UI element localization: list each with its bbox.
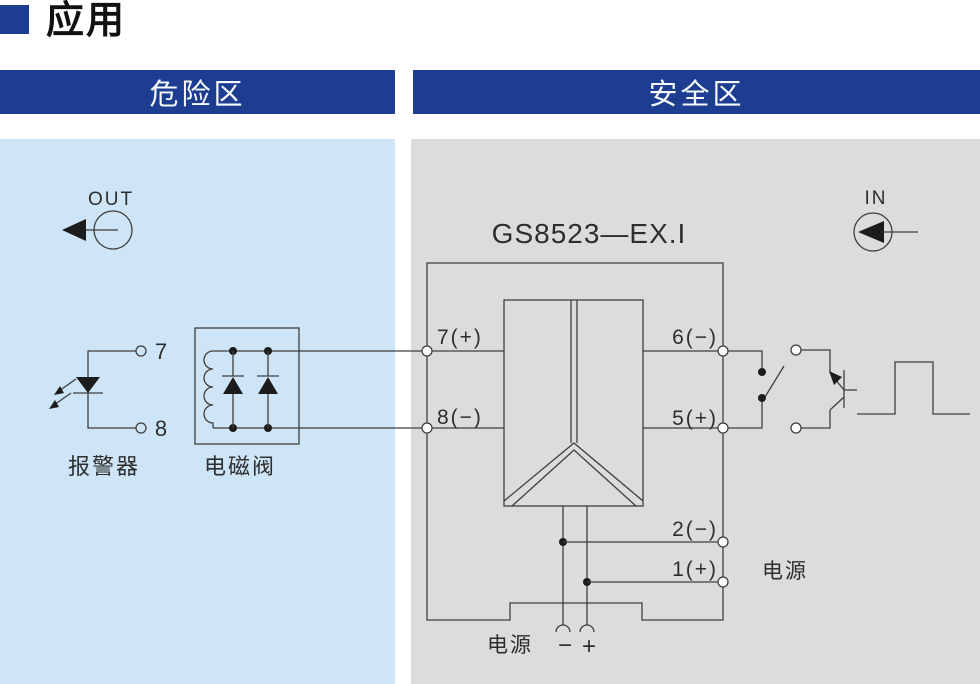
alarm-device: 7 8 报警器 xyxy=(49,339,169,479)
out-label: OUT xyxy=(88,189,134,210)
terminal-2-circle xyxy=(717,536,729,548)
terminal-6-circle xyxy=(717,345,729,357)
coil-icon xyxy=(203,350,214,428)
led-diode-icon xyxy=(76,377,100,393)
power-plus-label: + xyxy=(582,633,596,660)
section-title-row: 应用 xyxy=(0,0,126,42)
power-supply-wiring: 2(−) 1(+) 电源 − + 电源 xyxy=(487,506,808,660)
in-arrow-icon xyxy=(858,221,884,243)
terminal-7-circle xyxy=(421,345,433,357)
terminal-1-label: 1(+) xyxy=(672,558,718,581)
isolation-barrier-icon xyxy=(503,442,644,502)
power-minus-label: − xyxy=(558,632,572,659)
safe-area-label: 安全区 xyxy=(648,79,745,111)
terminal-7-label: 7(+) xyxy=(437,326,483,349)
in-label: IN xyxy=(865,188,888,209)
title-accent-square xyxy=(0,5,29,34)
switch-contact xyxy=(728,350,785,429)
safe-area-header: 安全区 xyxy=(413,70,980,114)
diode-icon xyxy=(258,377,278,394)
terminal-5-label: 5(+) xyxy=(672,407,718,430)
terminal-8-circle xyxy=(421,422,433,434)
square-wave-icon xyxy=(857,361,970,415)
alarm-terminal-7 xyxy=(135,345,147,357)
alarm-label: 报警器 xyxy=(68,454,140,479)
power-plug-arc-icon xyxy=(555,624,571,633)
valve-label: 电磁阀 xyxy=(204,454,276,479)
square-wave-signal xyxy=(857,361,970,415)
switch-blade-icon xyxy=(764,365,785,398)
terminal-8-label: 8(−) xyxy=(437,406,483,429)
connector-circle xyxy=(790,422,802,434)
diode-icon xyxy=(223,377,243,394)
hazardous-area-label: 危险区 xyxy=(149,79,246,111)
transistor-output xyxy=(790,344,857,434)
isolation-block xyxy=(503,299,644,507)
alarm-terminal-8-label: 8 xyxy=(155,416,169,441)
terminal-6-label: 6(−) xyxy=(672,326,718,349)
power-plug-arc-icon xyxy=(579,624,595,633)
alarm-terminal-8 xyxy=(135,422,147,434)
out-signal-symbol: OUT xyxy=(62,189,134,250)
power-label-right: 电源 xyxy=(762,560,808,583)
device-model: GS8523—EX.I xyxy=(492,218,687,249)
terminal-1-circle xyxy=(717,576,729,588)
terminal-2-label: 2(−) xyxy=(672,518,718,541)
terminal-5-circle xyxy=(717,422,729,434)
power-label-bottom: 电源 xyxy=(487,634,533,657)
module-outline xyxy=(426,262,724,621)
led-emission-arrow-icon xyxy=(54,386,64,395)
led-emission-arrow-icon xyxy=(49,400,59,409)
transistor-arrow-icon xyxy=(829,371,842,385)
page-title: 应用 xyxy=(46,0,127,42)
out-arrow-icon xyxy=(62,219,86,241)
connector-circle xyxy=(790,344,802,356)
isolator-module: GS8523—EX.I 7(+) 8(−) 6(−) 5(+) xyxy=(421,218,729,621)
alarm-terminal-7-label: 7 xyxy=(155,339,169,364)
hazardous-area-header: 危险区 xyxy=(0,70,395,114)
solenoid-valve: 电磁阀 xyxy=(194,327,504,479)
in-signal-symbol: IN xyxy=(853,188,918,252)
isolation-barrier-icon xyxy=(511,449,637,507)
safe-area-panel xyxy=(411,139,980,684)
